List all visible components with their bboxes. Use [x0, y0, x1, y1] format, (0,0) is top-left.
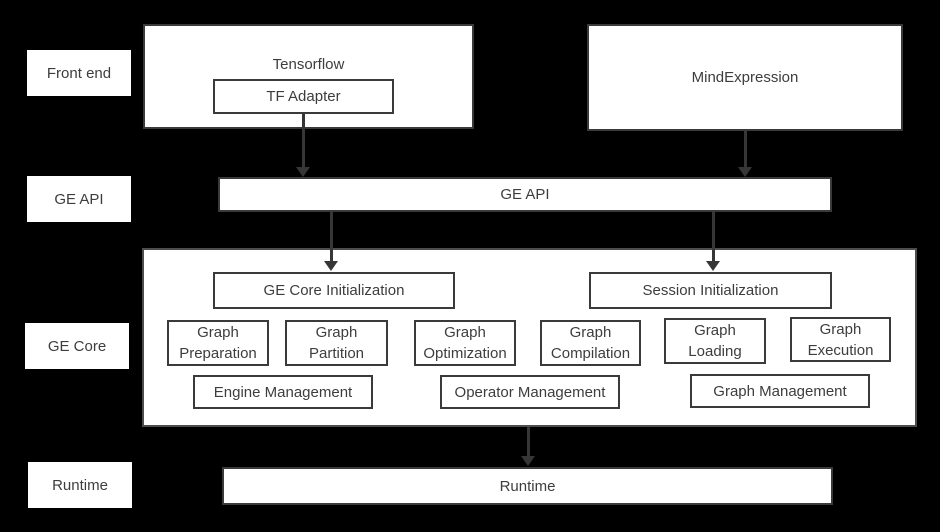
- management-box-graph: Graph Management: [690, 374, 870, 408]
- tf-adapter-box: TF Adapter: [213, 79, 394, 114]
- row-label-runtime: Runtime: [28, 462, 132, 508]
- row-label-front-end: Front end: [27, 50, 131, 96]
- module-box-graph-partition: Graph Partition: [285, 320, 388, 366]
- management-box-engine: Engine Management: [193, 375, 373, 409]
- runtime-bar: Runtime: [222, 467, 833, 505]
- module-box-graph-compilation: Graph Compilation: [540, 320, 641, 366]
- ge-core-initialization-box: GE Core Initialization: [213, 272, 455, 309]
- ge-api-bar: GE API: [218, 177, 832, 212]
- arrow-ge-api-to-session-initialization: [706, 212, 720, 271]
- tensorflow-label: Tensorflow: [272, 56, 345, 73]
- management-box-operator: Operator Management: [440, 375, 620, 409]
- ge-core-container: GE Core Initialization Session Initializ…: [142, 248, 917, 427]
- tensorflow-box: Tensorflow TF Adapter: [143, 24, 474, 129]
- module-box-graph-optimization: Graph Optimization: [414, 320, 516, 366]
- mindexpression-box: MindExpression: [587, 24, 903, 131]
- arrow-ge-api-to-ge-core-initialization: [324, 212, 338, 271]
- arrow-tf-adapter-to-ge-api: [296, 114, 310, 177]
- module-box-graph-preparation: Graph Preparation: [167, 320, 269, 366]
- session-initialization-box: Session Initialization: [589, 272, 832, 309]
- arrow-mindexpression-to-ge-api: [738, 131, 752, 177]
- row-label-ge-api: GE API: [27, 176, 131, 222]
- row-label-ge-core: GE Core: [25, 323, 129, 369]
- module-box-graph-execution: Graph Execution: [790, 317, 891, 362]
- module-box-graph-loading: Graph Loading: [664, 318, 766, 364]
- arrow-ge-core-to-runtime: [521, 427, 535, 466]
